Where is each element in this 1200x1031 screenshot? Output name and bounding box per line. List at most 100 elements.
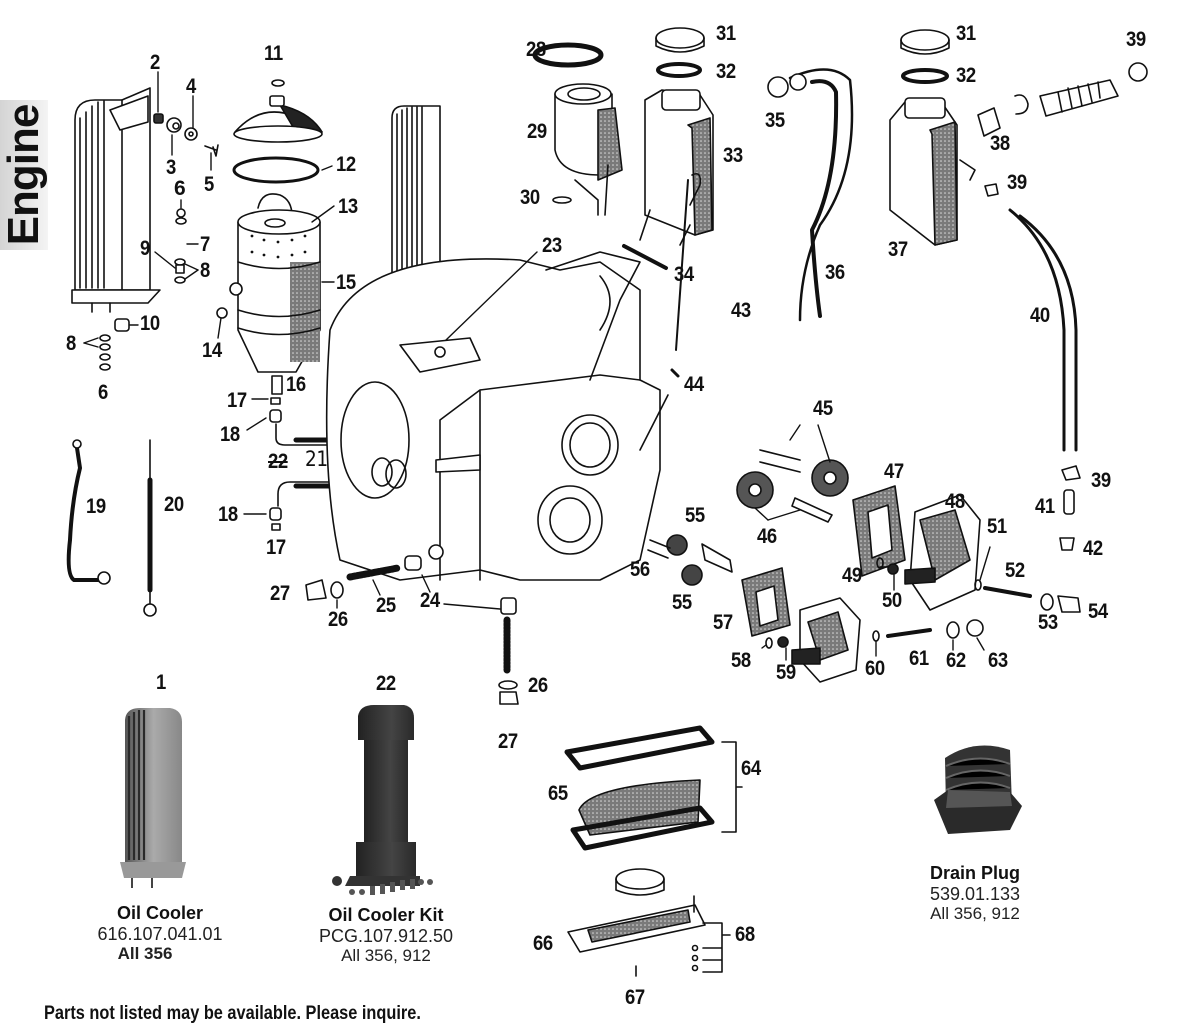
product-fitment: All 356, 912 xyxy=(341,946,431,966)
bracket-68 xyxy=(702,922,731,973)
product-part-number: 616.107.041.01 xyxy=(97,923,223,944)
callout-64[interactable]: 64 xyxy=(741,757,761,780)
callout-29[interactable]: 29 xyxy=(527,120,547,143)
callout-13[interactable]: 13 xyxy=(338,195,358,218)
callout-31-right[interactable]: 31 xyxy=(956,22,976,45)
product-oil-cooler-kit[interactable]: Oil Cooler Kit PCG.107.912.50 All 356, 9… xyxy=(286,905,486,966)
callout-49[interactable]: 49 xyxy=(842,564,862,587)
callout-21[interactable]: 21 xyxy=(305,447,328,471)
callout-25[interactable]: 25 xyxy=(376,594,396,617)
callout-18-upper[interactable]: 18 xyxy=(220,423,240,446)
callout-46[interactable]: 46 xyxy=(757,525,777,548)
callout-22[interactable]: 22 xyxy=(376,672,396,695)
callout-16[interactable]: 16 xyxy=(286,373,306,396)
callout-6-bottom[interactable]: 6 xyxy=(98,381,108,404)
callout-55-upper[interactable]: 55 xyxy=(685,504,705,527)
callout-66[interactable]: 66 xyxy=(533,932,553,955)
callout-50[interactable]: 50 xyxy=(882,589,902,612)
callout-9[interactable]: 9 xyxy=(140,237,150,260)
callout-27-right[interactable]: 27 xyxy=(498,730,518,753)
callout-39-top[interactable]: 39 xyxy=(1126,28,1146,51)
callout-26-right[interactable]: 26 xyxy=(528,674,548,697)
callout-34[interactable]: 34 xyxy=(674,263,694,286)
callout-11[interactable]: 11 xyxy=(264,42,283,65)
callout-39-middle[interactable]: 39 xyxy=(1007,171,1027,194)
callout-59[interactable]: 59 xyxy=(776,661,796,684)
callout-62[interactable]: 62 xyxy=(946,649,966,672)
callout-23[interactable]: 23 xyxy=(542,234,562,257)
callout-52[interactable]: 52 xyxy=(1005,559,1025,582)
oil-cooler-kit-photo xyxy=(332,705,433,895)
callout-38[interactable]: 38 xyxy=(990,132,1010,155)
callout-17-lower[interactable]: 17 xyxy=(266,536,286,559)
callout-17-upper[interactable]: 17 xyxy=(227,389,247,412)
callout-55-lower[interactable]: 55 xyxy=(672,591,692,614)
fasteners-2-10 xyxy=(99,113,219,371)
callout-61[interactable]: 61 xyxy=(909,647,929,670)
callout-45[interactable]: 45 xyxy=(813,397,833,420)
relief-valve-parts xyxy=(305,555,519,705)
callout-12[interactable]: 12 xyxy=(336,153,356,176)
callout-1[interactable]: 1 xyxy=(156,671,166,694)
callout-48[interactable]: 48 xyxy=(945,490,965,513)
callout-54[interactable]: 54 xyxy=(1088,600,1108,623)
callout-14[interactable]: 14 xyxy=(202,339,222,362)
callout-8-lower[interactable]: 8 xyxy=(66,332,76,355)
callout-31-left[interactable]: 31 xyxy=(716,22,736,45)
oil-hoses xyxy=(66,439,157,617)
callout-15[interactable]: 15 xyxy=(336,271,356,294)
bracket-64 xyxy=(721,741,743,833)
callout-8-upper[interactable]: 8 xyxy=(200,259,210,282)
callout-53[interactable]: 53 xyxy=(1038,611,1058,634)
product-name: Drain Plug xyxy=(929,863,1020,883)
callout-18-lower[interactable]: 18 xyxy=(218,503,238,526)
callout-51[interactable]: 51 xyxy=(987,515,1007,538)
callout-40[interactable]: 40 xyxy=(1030,304,1050,327)
footer-note: Parts not listed may be available. Pleas… xyxy=(44,1003,421,1024)
callout-5[interactable]: 5 xyxy=(204,173,214,196)
callout-20[interactable]: 20 xyxy=(164,493,184,516)
callout-47[interactable]: 47 xyxy=(884,460,904,483)
callout-37[interactable]: 37 xyxy=(888,238,908,261)
callout-67[interactable]: 67 xyxy=(625,986,645,1009)
callout-32-left[interactable]: 32 xyxy=(716,60,736,83)
callout-24[interactable]: 24 xyxy=(420,589,440,612)
callout-36[interactable]: 36 xyxy=(825,261,845,284)
callout-63[interactable]: 63 xyxy=(988,649,1008,672)
callout-60[interactable]: 60 xyxy=(865,657,885,680)
callout-41[interactable]: 41 xyxy=(1035,495,1055,518)
product-fitment: All 356, 912 xyxy=(930,904,1020,924)
callout-2[interactable]: 2 xyxy=(150,51,160,74)
callout-4[interactable]: 4 xyxy=(186,75,196,98)
callout-68[interactable]: 68 xyxy=(735,923,755,946)
oil-cooler-drawing xyxy=(71,87,161,313)
product-fitment: All 356 xyxy=(117,944,173,964)
oil-filler-assembly xyxy=(532,27,714,270)
callout-22-struck[interactable]: 22 xyxy=(268,450,288,473)
callout-26-left[interactable]: 26 xyxy=(328,608,348,631)
callout-3[interactable]: 3 xyxy=(166,156,176,179)
callout-7[interactable]: 7 xyxy=(200,233,210,256)
product-name: Oil Cooler xyxy=(116,903,203,923)
callout-44[interactable]: 44 xyxy=(684,373,704,396)
callout-57[interactable]: 57 xyxy=(713,611,733,634)
callout-32-right[interactable]: 32 xyxy=(956,64,976,87)
callout-19[interactable]: 19 xyxy=(86,495,106,518)
callout-56[interactable]: 56 xyxy=(630,558,650,581)
callout-39-bottom[interactable]: 39 xyxy=(1091,469,1111,492)
product-drain-plug[interactable]: Drain Plug 539.01.133 All 356, 912 xyxy=(875,863,1075,924)
callout-43[interactable]: 43 xyxy=(731,299,751,322)
callout-33[interactable]: 33 xyxy=(723,144,743,167)
callout-65[interactable]: 65 xyxy=(548,782,568,805)
callout-28[interactable]: 28 xyxy=(526,38,546,61)
callout-42[interactable]: 42 xyxy=(1083,537,1103,560)
callout-10[interactable]: 10 xyxy=(140,312,160,335)
callout-6-top[interactable]: 6 xyxy=(174,177,186,200)
product-oil-cooler[interactable]: Oil Cooler 616.107.041.01 All 356 xyxy=(60,903,260,964)
oil-pump-assembly xyxy=(647,449,1081,683)
callout-30[interactable]: 30 xyxy=(520,186,540,209)
callout-27-left[interactable]: 27 xyxy=(270,582,290,605)
callout-35[interactable]: 35 xyxy=(765,109,785,132)
callout-58[interactable]: 58 xyxy=(731,649,751,672)
